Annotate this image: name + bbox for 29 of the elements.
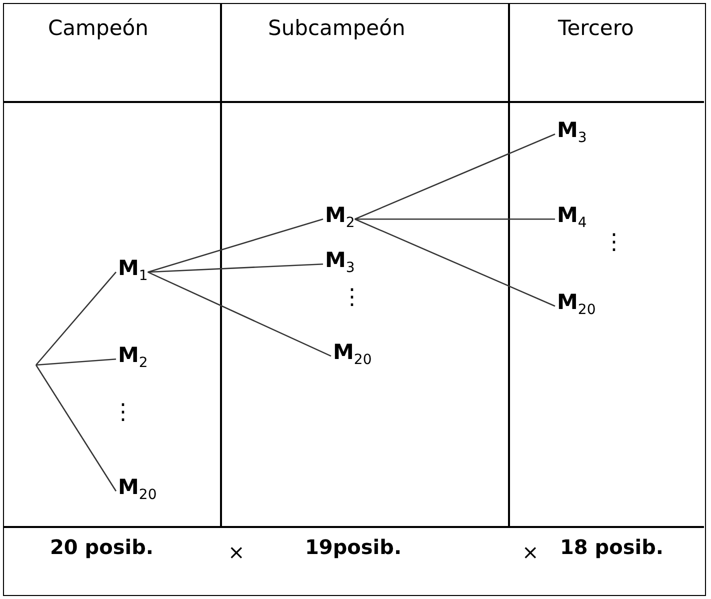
branch-line — [36, 272, 116, 366]
outcome-label: M$_{4}$ — [557, 203, 587, 236]
multiply-sign: × — [228, 540, 245, 564]
outcome-label: M$_{20}$ — [118, 475, 157, 508]
column-header: Subcampeón — [268, 16, 406, 40]
outcome-label: M$_{1}$ — [118, 256, 148, 288]
branch-line — [354, 218, 556, 307]
outcome-label: M$_{3}$ — [557, 118, 587, 150]
count-text: 20 posib. — [50, 535, 154, 559]
outcome-label: M$_{3}$ — [325, 248, 355, 280]
branch-line — [354, 218, 555, 220]
branch-line — [36, 358, 116, 366]
branch-line — [148, 263, 324, 273]
outcome-label: M$_{20}$ — [333, 340, 372, 372]
outcome-label: M$_{2}$ — [325, 203, 355, 236]
count-text: 19posib. — [305, 535, 402, 559]
ellipsis-mark: ⋮ — [603, 230, 625, 255]
branch-line — [148, 272, 332, 357]
ellipsis-mark: ⋮ — [341, 285, 363, 310]
branch-line — [354, 134, 556, 220]
column-header: Campeón — [48, 16, 148, 40]
multiply-sign: × — [522, 540, 539, 564]
outcome-label: M$_{2}$ — [118, 343, 148, 376]
outcome-label: M$_{20}$ — [557, 290, 596, 322]
count-text: 18 posib. — [560, 535, 664, 559]
column-header: Tercero — [558, 16, 634, 40]
branch-line — [35, 364, 117, 492]
ellipsis-mark: ⋮ — [112, 400, 134, 425]
branch-line — [148, 218, 324, 273]
